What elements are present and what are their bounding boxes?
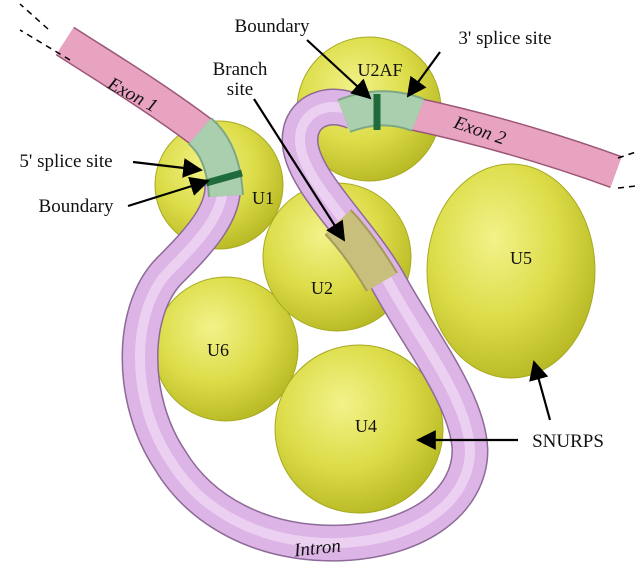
label-u6: U6 bbox=[207, 340, 229, 360]
label-snurps: SNURPS bbox=[532, 431, 604, 452]
label-u2af: U2AF bbox=[357, 60, 402, 80]
label-u4: U4 bbox=[355, 416, 377, 436]
label-branch: Branch bbox=[213, 59, 268, 80]
three-prime-splice-region-fill bbox=[344, 108, 418, 116]
label-five-prime-site: 5' splice site bbox=[19, 151, 112, 172]
label-boundary-top: Boundary bbox=[235, 16, 310, 37]
label-site: site bbox=[227, 79, 253, 100]
label-u5: U5 bbox=[510, 248, 532, 268]
label-u2: U2 bbox=[311, 278, 333, 298]
snrp-u5 bbox=[427, 164, 595, 378]
label-u1: U1 bbox=[252, 188, 274, 208]
label-boundary-left: Boundary bbox=[39, 196, 114, 217]
label-three-prime-site: 3' splice site bbox=[458, 28, 551, 49]
